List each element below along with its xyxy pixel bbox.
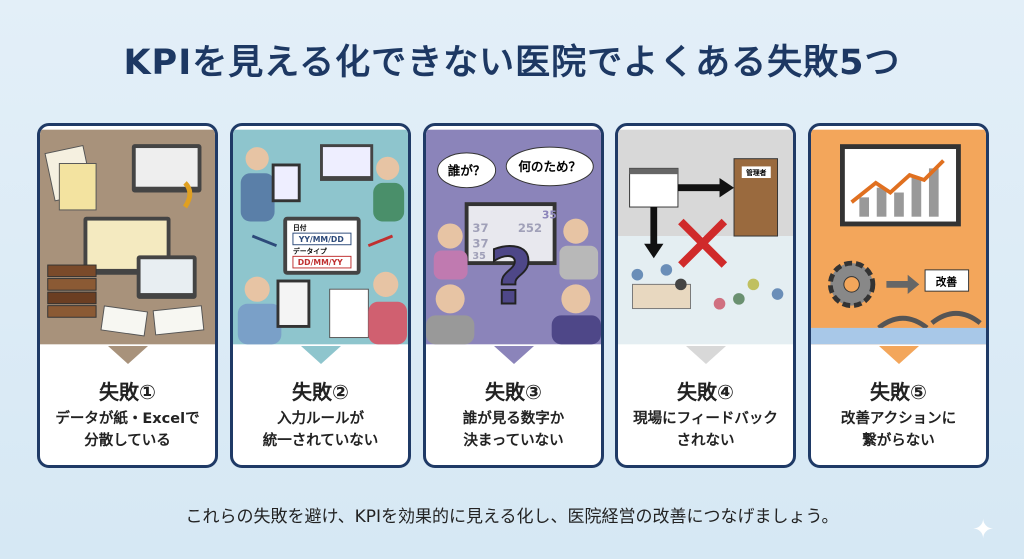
card-description: 改善アクションに繋がらない bbox=[840, 411, 957, 449]
card-notch bbox=[493, 346, 534, 364]
broken-improvement-icon: 改善 bbox=[811, 129, 986, 345]
footer-message: これらの失敗を避け、KPIを効果的に見える化し、医院経営の改善につなげましょう。 bbox=[185, 507, 839, 527]
svg-text:誰が？: 誰が？ bbox=[448, 163, 486, 178]
card-label: 失敗① bbox=[99, 380, 156, 404]
svg-text:252: 252 bbox=[518, 221, 542, 235]
card-notch bbox=[107, 346, 148, 364]
failure-card-5: 改善 失敗⑤ 改善アクションに繋がらない bbox=[808, 123, 989, 468]
card-notch bbox=[685, 346, 726, 364]
svg-text:何のため？: 何のため？ bbox=[518, 159, 581, 174]
page-title: KPIを見える化できない医院でよくある失敗5つ bbox=[123, 43, 901, 83]
svg-text:データイプ: データイプ bbox=[293, 246, 327, 255]
svg-text:改善: 改善 bbox=[936, 275, 958, 288]
svg-text:37: 37 bbox=[472, 237, 488, 251]
sparkle-icon: ✦ bbox=[972, 515, 994, 545]
no-feedback-icon: 管理者 bbox=[618, 129, 793, 345]
svg-text:DD/MM/YY: DD/MM/YY bbox=[298, 258, 343, 267]
failure-card-2: 日付 YY/MM/DD データイプ DD/MM/YY 失敗② 入力ルールが統一さ… bbox=[230, 123, 411, 468]
failure-card-4: 管理者 失敗④ 現場にフィードバックされない bbox=[615, 123, 796, 468]
card-notch bbox=[878, 346, 919, 364]
failure-card-1: 失敗① データが紙・Excelで分散している bbox=[37, 123, 218, 468]
scattered-documents-icon bbox=[40, 129, 215, 345]
svg-text:日付: 日付 bbox=[293, 223, 307, 232]
svg-text:35: 35 bbox=[542, 209, 557, 222]
svg-text:?: ? bbox=[489, 233, 534, 323]
inconsistent-input-icon: 日付 YY/MM/DD データイプ DD/MM/YY bbox=[233, 129, 408, 345]
svg-text:YY/MM/DD: YY/MM/DD bbox=[298, 235, 344, 244]
card-description: 入力ルールが統一されていない bbox=[262, 411, 379, 449]
svg-text:管理者: 管理者 bbox=[746, 168, 767, 177]
svg-text:35: 35 bbox=[472, 251, 486, 262]
card-label: 失敗② bbox=[292, 380, 349, 404]
card-notch bbox=[300, 346, 341, 364]
card-label: 失敗④ bbox=[677, 380, 734, 404]
question-mark-icon: 誰が？ 何のため？ 35 37 252 37 35 ? bbox=[426, 129, 601, 345]
card-description: 誰が見る数字か決まっていない bbox=[462, 411, 565, 449]
card-description: 現場にフィードバックされない bbox=[633, 411, 778, 449]
card-label: 失敗⑤ bbox=[870, 380, 927, 404]
svg-text:37: 37 bbox=[472, 221, 488, 235]
card-label: 失敗③ bbox=[485, 380, 542, 404]
card-description: データが紙・Excelで分散している bbox=[55, 411, 200, 449]
failure-card-3: 誰が？ 何のため？ 35 37 252 37 35 ? 失敗③ 誰が見る数字か決… bbox=[423, 123, 604, 468]
